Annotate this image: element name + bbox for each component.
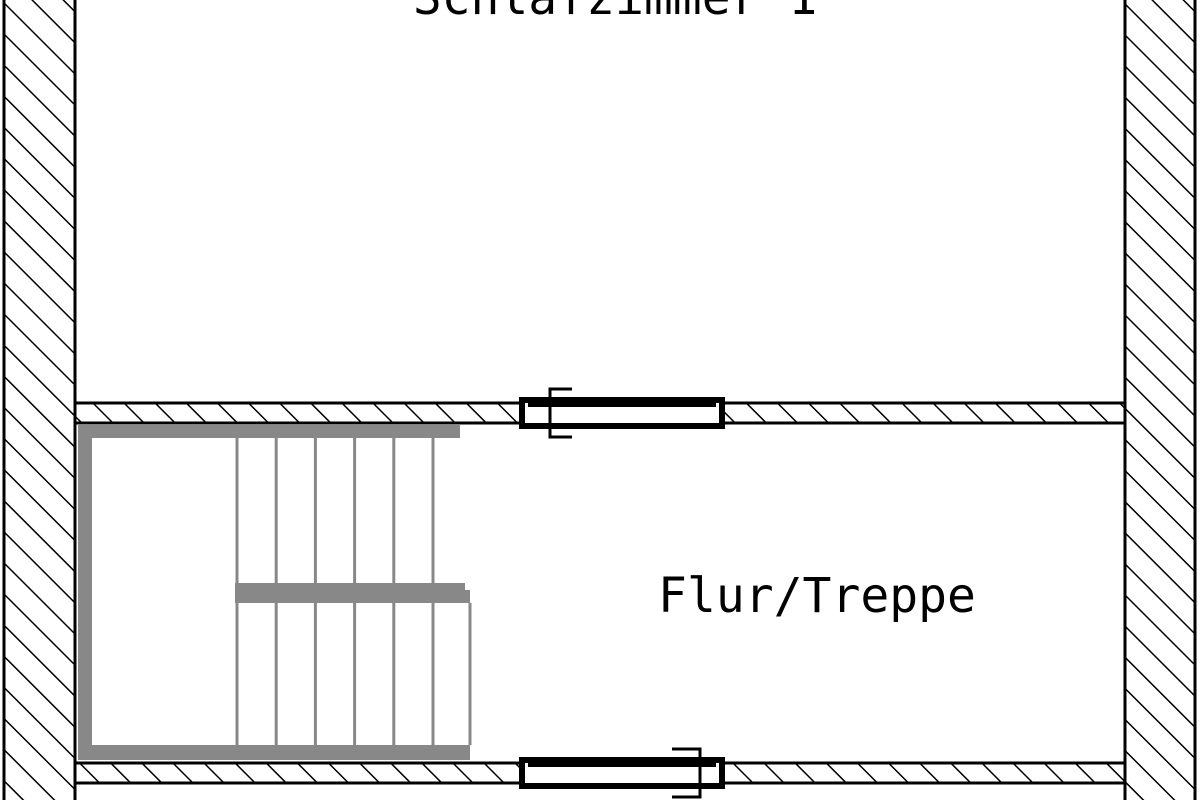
door-lower xyxy=(519,747,725,799)
room-label-flur: Flur/Treppe xyxy=(658,568,976,624)
wall-left xyxy=(2,0,77,800)
door-upper xyxy=(519,387,725,439)
staircase xyxy=(78,425,472,760)
room-label-schlafzimmer: Schlafzimmer 1 xyxy=(413,0,818,26)
wall-right xyxy=(1123,0,1197,800)
